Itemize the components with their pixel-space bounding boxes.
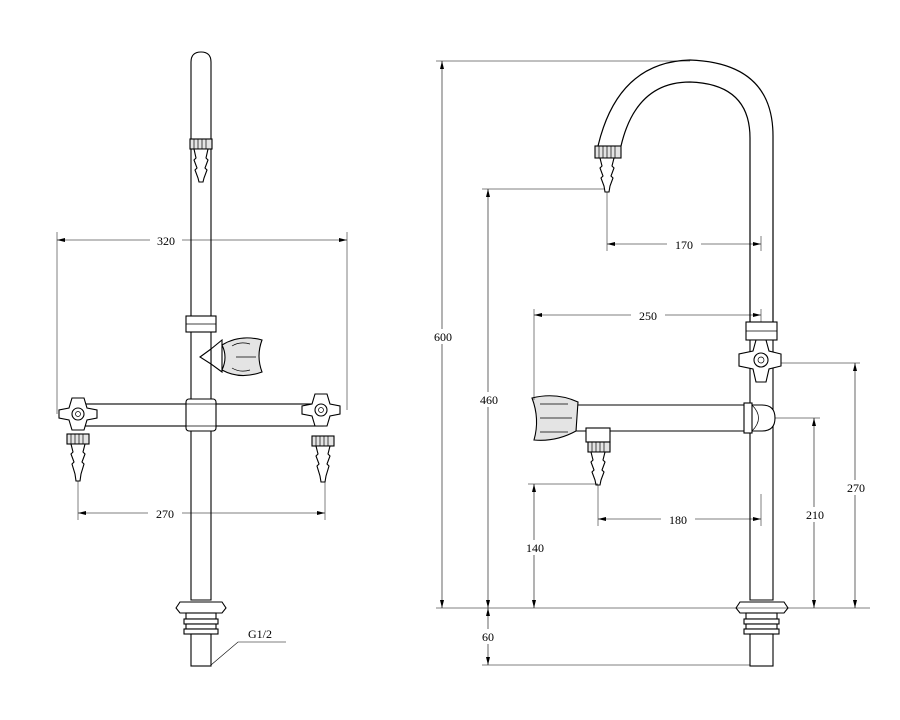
side-dimension-460: 460 [474,188,605,608]
dim-label-140: 140 [526,541,544,555]
side-dimension-60: 60 [476,608,750,666]
dim-label-250: 250 [639,309,657,323]
dim-label-180: 180 [669,513,687,527]
thread-label: G1/2 [248,627,272,641]
front-cross-fitting [185,398,217,432]
side-dimension-180: 180 [597,485,762,527]
side-arm-valve [531,395,579,441]
dim-label-60: 60 [482,630,494,644]
dim-label-460: 460 [480,393,498,407]
side-gooseneck-inner [620,81,751,322]
side-base [735,601,789,667]
dim-label-600: 600 [434,330,452,344]
dim-label-270-front: 270 [156,507,174,521]
side-dimension-140: 140 [520,483,598,608]
side-dimension-250: 250 [533,307,762,400]
front-top-nozzle [189,138,213,183]
side-dimension-210: 210 [775,417,830,608]
side-gooseneck-outer [597,59,774,322]
front-view [58,51,341,667]
dim-label-170: 170 [675,238,693,252]
front-base [175,601,227,667]
front-left-handle [58,397,98,482]
side-lower-nozzle [585,427,611,486]
front-dimension-320: 320 [56,232,348,414]
front-side-valve [199,337,263,377]
side-dimension-170: 170 [606,192,762,252]
dim-label-320: 320 [157,234,175,248]
side-dimension-270: 270 [781,362,870,608]
dim-label-210: 210 [806,508,824,522]
front-right-handle [301,393,341,483]
front-dimension-270: 270 [77,481,326,521]
side-dimension-600: 600 [428,60,870,609]
side-top-nozzle [594,145,622,193]
thread-callout: G1/2 [210,627,286,666]
side-body-handle [738,339,782,383]
dim-label-270-side: 270 [847,481,865,495]
side-view [531,59,789,667]
